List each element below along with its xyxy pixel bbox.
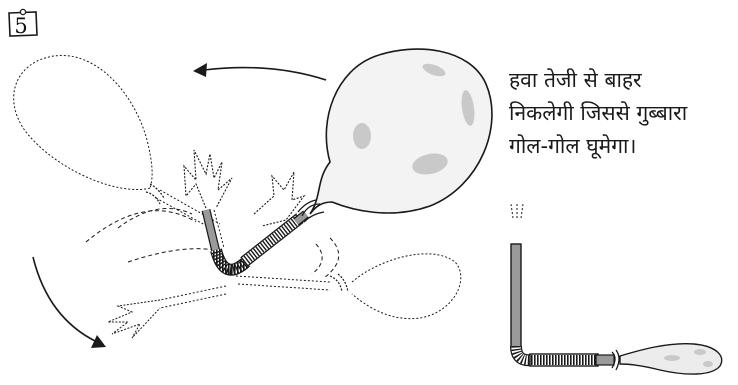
ghost-balloon-right <box>236 254 461 319</box>
motion-arrow-top <box>193 63 326 80</box>
caption-line: निकलेगी जिससे गुब्बारा <box>509 97 734 130</box>
inflated-balloon <box>298 49 492 222</box>
air-burst-marks <box>184 150 304 226</box>
ghost-straw-lower <box>108 286 226 338</box>
caption-line: गोल-गोल घूमेगा। <box>509 130 734 163</box>
ghost-balloon-left <box>14 55 220 230</box>
caption-line: हवा तेजी से बाहर <box>509 64 734 97</box>
motion-arrow-bottom <box>33 257 106 348</box>
inset-straw-balloon <box>511 202 722 374</box>
caption: हवा तेजी से बाहर निकलेगी जिससे गुब्बारा … <box>509 64 734 163</box>
main-straw <box>206 210 306 270</box>
